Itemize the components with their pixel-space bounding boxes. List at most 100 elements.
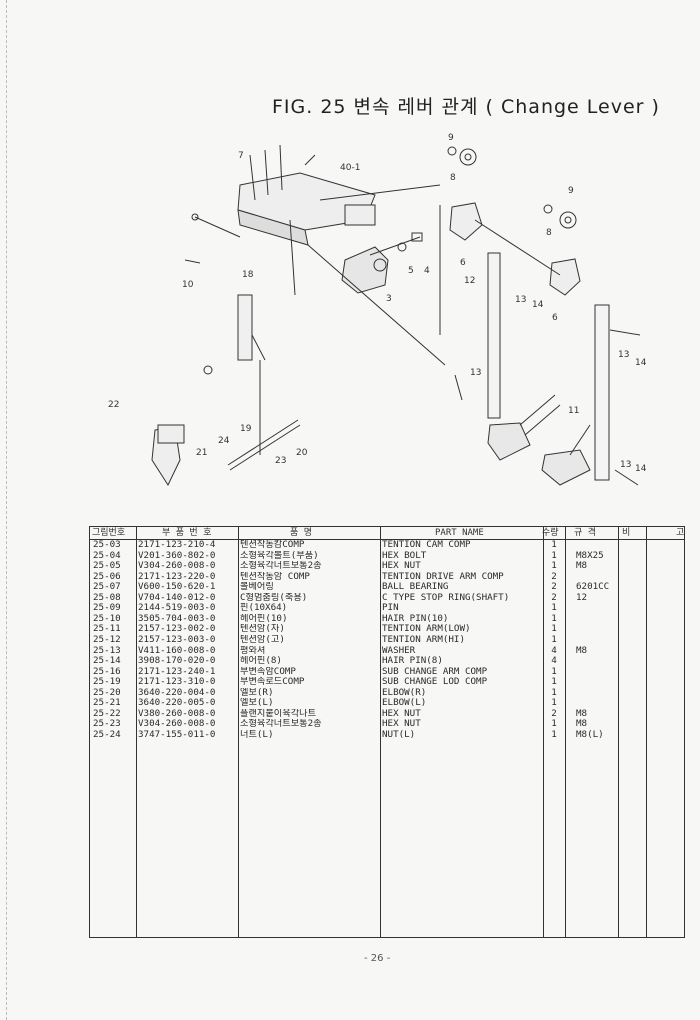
cell-part-name: HAIR PIN(10) xyxy=(382,613,449,624)
cell-ref: 25-07 xyxy=(93,582,121,593)
cell-name-ko: 텐션작동암 COMP xyxy=(240,571,310,582)
callout-label: 18 xyxy=(242,270,254,280)
callout-label: 20 xyxy=(296,448,308,458)
cell-qty: 1 xyxy=(551,561,557,572)
cell-ref: 25-19 xyxy=(93,677,121,688)
cell-ref: 25-20 xyxy=(93,687,121,698)
cell-part-name: ELBOW(L) xyxy=(382,698,427,709)
cell-qty: 1 xyxy=(551,550,557,561)
header-name-ko: 품 명 xyxy=(290,528,312,538)
cell-part-name: HEX BOLT xyxy=(382,550,427,561)
callout-label: 40-1 xyxy=(340,163,360,173)
cell-part-name: HAIR PIN(8) xyxy=(382,656,443,667)
cell-name-ko: 너트(L) xyxy=(240,729,274,740)
cell-part-name: SUB CHANGE LOD COMP xyxy=(382,677,488,688)
cell-name-ko: 부변속암COMP xyxy=(240,666,296,677)
parts-table: 그림번호 부 품 번 호 품 명 PART NAME 수량 규 격 비 고 25… xyxy=(89,526,685,938)
cell-part-no: 2157-123-002-0 xyxy=(138,624,216,635)
cell-spec: M8 xyxy=(576,708,588,719)
cell-name-ko: 소형육각너트보통2종 xyxy=(240,719,322,730)
cell-part-no: V704-140-012-0 xyxy=(138,592,216,603)
callout-label: 8 xyxy=(546,228,552,238)
cell-name-ko: 헤어핀(10) xyxy=(240,613,288,624)
cell-ref: 25-05 xyxy=(93,561,121,572)
cell-spec: M8 xyxy=(576,719,588,730)
cell-spec: 6201CC xyxy=(576,582,610,593)
page-number: - 26 - xyxy=(364,953,391,964)
table-header: 그림번호 부 품 번 호 품 명 PART NAME 수량 규 격 비 고 xyxy=(90,527,684,540)
cell-part-no: 2144-519-003-0 xyxy=(138,603,216,614)
cell-part-name: SUB CHANGE ARM COMP xyxy=(382,666,488,677)
cell-part-no: 2171-123-210-4 xyxy=(138,540,216,550)
callout-label: 13 xyxy=(620,460,631,470)
callout-label: 13 xyxy=(618,350,629,360)
header-part-no: 부 품 번 호 xyxy=(162,528,212,538)
cell-part-no: 2171-123-220-0 xyxy=(138,571,216,582)
header-part-name: PART NAME xyxy=(435,528,484,538)
cell-ref: 25-08 xyxy=(93,592,121,603)
cell-ref: 25-03 xyxy=(93,540,121,550)
header-extra: 비 xyxy=(622,528,631,538)
cell-name-ko: 플랜지붙이육각나트 xyxy=(240,708,317,719)
callout-label: 13 xyxy=(515,295,526,305)
cell-part-name: PIN xyxy=(382,603,399,614)
header-extra2: 고 xyxy=(676,528,685,538)
cell-ref: 25-21 xyxy=(93,698,121,709)
callout-label: 10 xyxy=(182,280,194,290)
cell-part-no: 3908-170-020-0 xyxy=(138,656,216,667)
cell-name-ko: 텐션작동캄COMP xyxy=(240,540,305,550)
callout-label: 14 xyxy=(532,300,544,310)
cell-qty: 1 xyxy=(551,624,557,635)
cell-part-no: 3505-704-003-0 xyxy=(138,613,216,624)
callout-label: 3 xyxy=(386,294,392,304)
cell-qty: 1 xyxy=(551,634,557,645)
callout-label: 22 xyxy=(108,400,119,410)
cell-part-name: NUT(L) xyxy=(382,729,416,740)
cell-name-ko: 헤어핀(8) xyxy=(240,656,282,667)
cell-qty: 1 xyxy=(551,677,557,688)
callout-label: 4 xyxy=(424,266,430,276)
cell-ref: 25-11 xyxy=(93,624,121,635)
cell-part-name: WASHER xyxy=(382,645,416,656)
cell-spec: 12 xyxy=(576,592,588,603)
cell-name-ko: C형멈춤링(축용) xyxy=(240,592,308,603)
header-qty: 수량 xyxy=(542,528,559,538)
callout-label: 21 xyxy=(196,448,207,458)
cell-ref: 25-04 xyxy=(93,550,121,561)
cell-part-no: V304-260-008-0 xyxy=(138,561,216,572)
cell-qty: 2 xyxy=(551,582,557,593)
cell-ref: 25-16 xyxy=(93,666,121,677)
cell-qty: 2 xyxy=(551,708,557,719)
cell-name-ko: 핀(10X64) xyxy=(240,603,288,614)
cell-part-no: V304-260-008-0 xyxy=(138,719,216,730)
cell-part-name: HEX NUT xyxy=(382,719,421,730)
cell-part-no: V411-160-008-0 xyxy=(138,645,216,656)
cell-ref: 25-23 xyxy=(93,719,121,730)
cell-spec: M8 xyxy=(576,645,588,656)
cell-name-ko: 소형육각너트보통2종 xyxy=(240,561,322,572)
cell-ref: 25-10 xyxy=(93,613,121,624)
cell-part-no: 2171-123-240-1 xyxy=(138,666,216,677)
cell-part-no: 3640-220-005-0 xyxy=(138,698,216,709)
cell-part-name: HEX NUT xyxy=(382,561,421,572)
cell-qty: 2 xyxy=(551,571,557,582)
figure-title: FIG. 25 변속 레버 관계 ( Change Lever ) xyxy=(272,96,660,118)
cell-ref: 25-24 xyxy=(93,729,121,740)
cell-qty: 4 xyxy=(551,656,557,667)
callout-label: 9 xyxy=(448,133,454,143)
cell-qty: 1 xyxy=(551,729,557,740)
cell-qty: 1 xyxy=(551,666,557,677)
